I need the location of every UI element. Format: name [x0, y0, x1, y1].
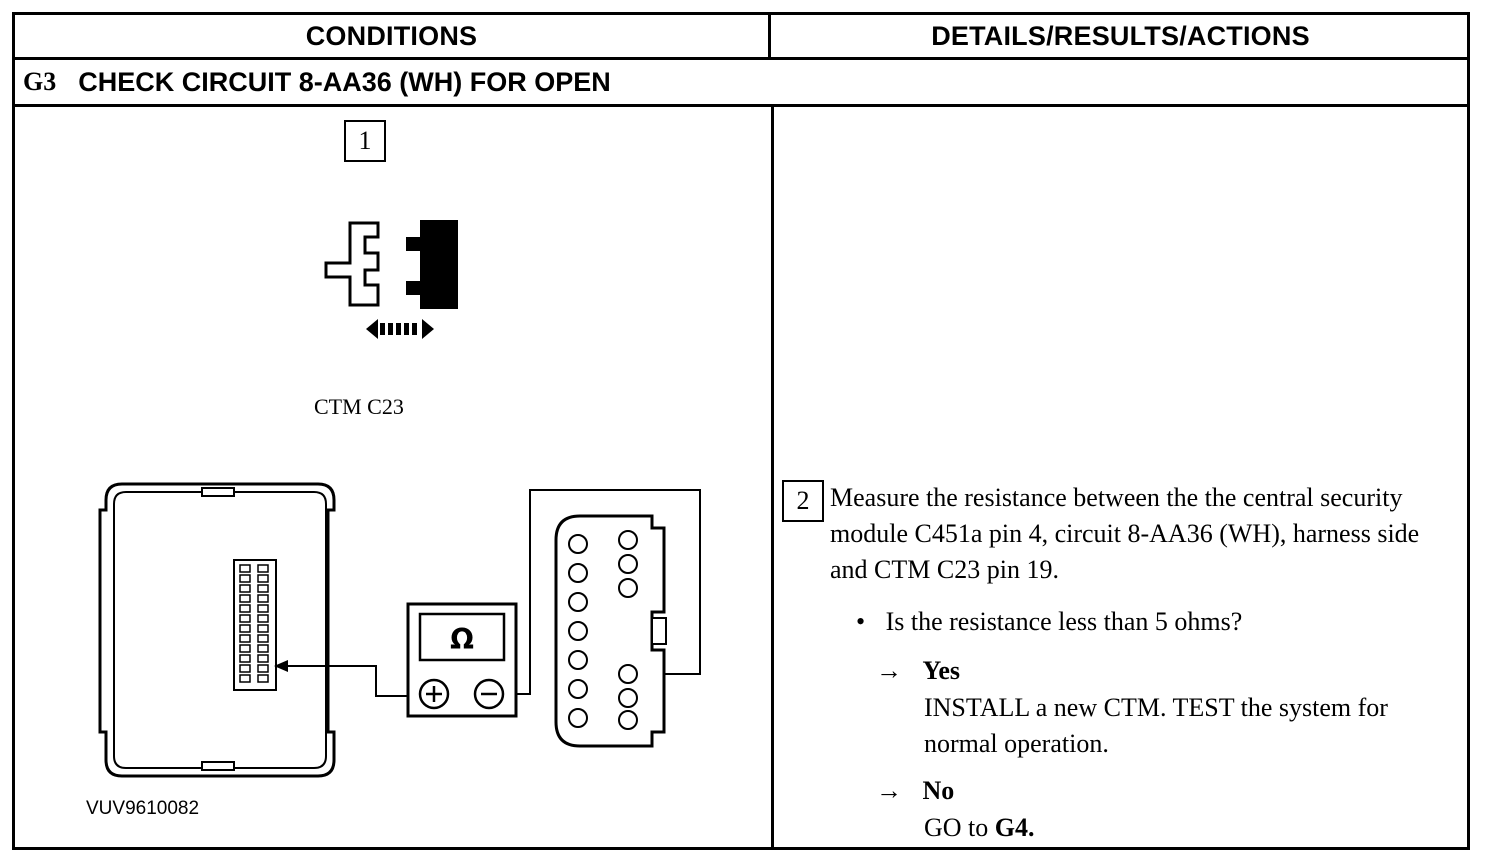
pin [239, 624, 251, 633]
pin [239, 654, 251, 663]
connector-disconnect-icon [324, 220, 458, 339]
pin-hole [618, 688, 638, 708]
pin [257, 614, 269, 623]
no-label: No [922, 776, 955, 805]
pin-hole [618, 664, 638, 684]
question-item: • Is the resistance less than 5 ohms? [856, 604, 1242, 640]
harness-connector-diagram [554, 514, 667, 748]
column-divider [771, 107, 774, 850]
pin [239, 644, 251, 653]
pin-hole [568, 563, 588, 583]
pin [257, 604, 269, 613]
details-header: DETAILS/RESULTS/ACTIONS [931, 20, 1310, 51]
pin [239, 664, 251, 673]
table-header: CONDITIONS DETAILS/RESULTS/ACTIONS [15, 15, 1467, 60]
pin-hole [568, 534, 588, 554]
pin-hole [618, 710, 638, 730]
yes-action: INSTALL a new CTM. TEST the system for n… [924, 693, 1388, 758]
pin [239, 614, 251, 623]
pin-hole [568, 650, 588, 670]
instruction-text: Measure the resistance between the the c… [830, 483, 1420, 584]
step-id: G3 [23, 67, 57, 96]
pin [257, 624, 269, 633]
pin-hole [618, 554, 638, 574]
figure-id: VUV9610082 [86, 798, 200, 819]
pin-hole [568, 621, 588, 641]
module-connector-diagram [98, 482, 336, 778]
ohm-symbol: Ω [450, 622, 474, 656]
pin-hole [568, 592, 588, 612]
question-text: Is the resistance less than 5 ohms? [885, 607, 1243, 636]
yes-arrow-icon: → [876, 656, 902, 685]
pin-hole [568, 679, 588, 699]
substep-2-box: 2 [782, 480, 824, 522]
step-title-row: G3 CHECK CIRCUIT 8-AA36 (WH) FOR OPEN [15, 60, 1467, 107]
substep-1-box: 1 [344, 120, 386, 162]
pin [257, 654, 269, 663]
no-arrow-icon: → [876, 776, 902, 805]
pin [257, 594, 269, 603]
pin [257, 634, 269, 643]
pin [239, 604, 251, 613]
pin [257, 574, 269, 583]
pin-hole [568, 708, 588, 728]
pin-hole [618, 578, 638, 598]
pin [257, 674, 269, 683]
yes-label: Yes [922, 656, 961, 685]
yes-row: → Yes [876, 656, 960, 686]
pin [239, 584, 251, 593]
pin [239, 564, 251, 573]
pin [239, 634, 251, 643]
no-action-target: G4. [994, 813, 1035, 842]
pin [239, 674, 251, 683]
ohmmeter-icon [406, 602, 518, 718]
pin [257, 564, 269, 573]
no-row: → No [876, 776, 954, 806]
pin [257, 584, 269, 593]
pin [257, 644, 269, 653]
pin [239, 574, 251, 583]
connector-caption: CTM C23 [314, 394, 404, 419]
no-action: GO to G4. [924, 810, 1035, 846]
no-action-prefix: GO to [924, 813, 995, 842]
diagnostic-table: CONDITIONS DETAILS/RESULTS/ACTIONS G3 CH… [12, 12, 1470, 850]
conditions-header: CONDITIONS [15, 15, 771, 57]
step-title: CHECK CIRCUIT 8-AA36 (WH) FOR OPEN [78, 66, 611, 97]
bullet-icon: • [856, 607, 866, 636]
pin [257, 664, 269, 673]
pin [239, 594, 251, 603]
pin-hole [618, 530, 638, 550]
